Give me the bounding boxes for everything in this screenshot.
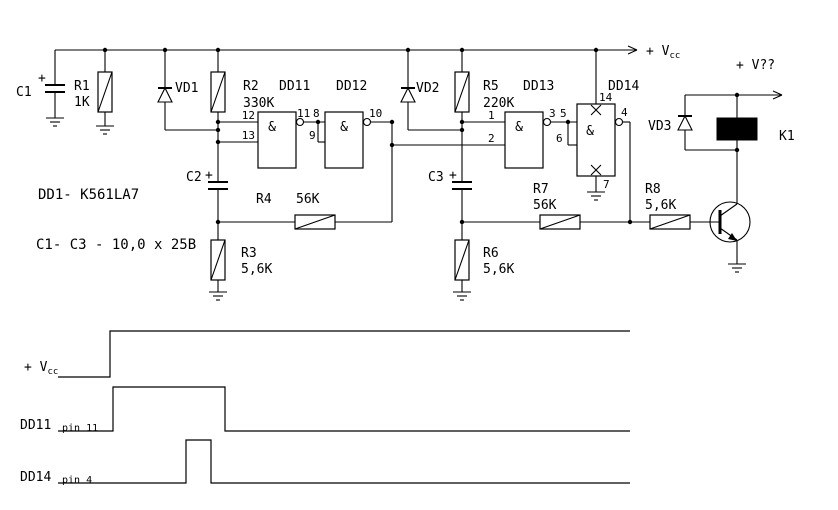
ground-symbol	[46, 117, 64, 127]
r3-value: 5,6K	[241, 262, 272, 277]
vd3-label: VD3	[648, 119, 671, 134]
timing-dd14-label: DD14	[20, 470, 51, 485]
dd13-pin-in2-label: 2	[488, 132, 495, 145]
note-capacitors: C1- C3 - 10,0 x 25В	[36, 237, 196, 253]
gate-dd11	[218, 111, 325, 169]
dd12-pin-in1-label: 8	[313, 107, 320, 120]
dd13-and-symbol: &	[515, 120, 523, 135]
resistor-r7	[462, 122, 650, 230]
dd14-label: DD14	[608, 79, 639, 94]
resistor-r1	[97, 50, 113, 126]
capacitor-c2	[208, 181, 228, 240]
waveform-dd11-pin11	[58, 386, 630, 432]
r5-value: 220K	[483, 96, 514, 111]
dd12-pin-in2-label: 9	[309, 129, 316, 142]
r1-value: 1K	[74, 95, 90, 110]
transistor-npn	[709, 201, 751, 264]
gate-dd12	[317, 111, 392, 169]
ground-symbol	[96, 125, 114, 135]
r6-label: R6	[483, 246, 499, 261]
timing-dd11-label: DD11	[20, 418, 51, 433]
dd11-and-symbol: &	[268, 120, 276, 135]
diode-vd3	[677, 95, 737, 151]
note-ic-type: DD1- K561LA7	[38, 187, 139, 203]
dd13-pin-in1-label: 1	[488, 109, 495, 122]
r8-value: 5,6K	[645, 198, 676, 213]
vcc-rail-label: + Vcc	[646, 44, 680, 61]
dd11-label: DD11	[279, 79, 310, 94]
ground-symbol	[209, 291, 227, 301]
timing-dd14-pin-label: pin 4	[62, 475, 92, 486]
dd14-and-symbol: &	[586, 124, 594, 139]
r8-label: R8	[645, 182, 661, 197]
ground-symbol	[587, 191, 605, 201]
dd12-and-symbol: &	[340, 120, 348, 135]
dd11-pin-in2-label: 13	[242, 129, 255, 142]
r5-label: R5	[483, 79, 499, 94]
junction-dots	[102, 47, 740, 225]
k1-label: K1	[779, 129, 795, 144]
r2-label: R2	[243, 79, 259, 94]
dd11-pin-in1-label: 12	[242, 109, 255, 122]
vd2-label: VD2	[416, 81, 439, 96]
stage1-coupling-wires	[391, 122, 505, 222]
ground-symbol	[453, 291, 471, 301]
c1-polarity-sign: +	[38, 71, 46, 86]
r2-value: 330K	[243, 96, 274, 111]
gate-dd13	[462, 111, 577, 169]
r3-label: R3	[241, 246, 257, 261]
resistor-r3	[210, 239, 226, 292]
c2-polarity-sign: +	[205, 168, 213, 183]
timing-dd11-pin-label: pin 11	[62, 423, 98, 434]
gate-dd14	[567, 50, 630, 192]
c3-label: C3	[428, 170, 444, 185]
timing-diagram: + Vcc DD11 pin 11 DD14 pin 4	[20, 330, 630, 486]
timing-vcc-label: + Vcc	[24, 360, 58, 377]
diode-vd2	[400, 50, 462, 131]
r4-value: 56K	[296, 192, 320, 207]
resistor-r4	[218, 214, 392, 230]
waveform-vcc	[58, 330, 630, 378]
r6-value: 5,6K	[483, 262, 514, 277]
r1-label: R1	[74, 79, 90, 94]
dd13-pin-out-label: 3	[549, 107, 556, 120]
r7-label: R7	[533, 182, 549, 197]
diode-vd1	[157, 50, 218, 131]
ground-symbol	[728, 263, 746, 273]
capacitor-c1	[45, 50, 65, 118]
dd14-pin-vcc-label: 14	[599, 91, 613, 104]
c1-label: C1	[16, 85, 32, 100]
dd13-label: DD13	[523, 79, 554, 94]
aux-power-rail	[685, 90, 783, 100]
dd14-pin-in2-label: 6	[556, 132, 563, 145]
c3-polarity-sign: +	[449, 168, 457, 183]
relay-coil	[716, 117, 758, 141]
dd14-pin-in1-label: 5	[560, 107, 567, 120]
dd14-pin-gnd-label: 7	[603, 178, 610, 191]
aux-rail-label: + V??	[736, 58, 775, 73]
resistor-r8	[649, 214, 720, 230]
r4-label: R4	[256, 192, 272, 207]
c2-label: C2	[186, 170, 202, 185]
waveform-dd14-pin4	[58, 439, 630, 484]
resistor-r5	[454, 50, 470, 182]
dd14-pin-out-label: 4	[621, 106, 628, 119]
dd12-label: DD12	[336, 79, 367, 94]
capacitor-c3	[452, 181, 472, 240]
dd11-pin-out-label: 11	[297, 107, 310, 120]
resistor-r2	[210, 50, 226, 182]
resistor-r6	[454, 239, 470, 292]
top-power-rail	[55, 45, 638, 55]
vd1-label: VD1	[175, 81, 198, 96]
dd12-pin-out-label: 10	[369, 107, 382, 120]
r7-value: 56K	[533, 198, 557, 213]
